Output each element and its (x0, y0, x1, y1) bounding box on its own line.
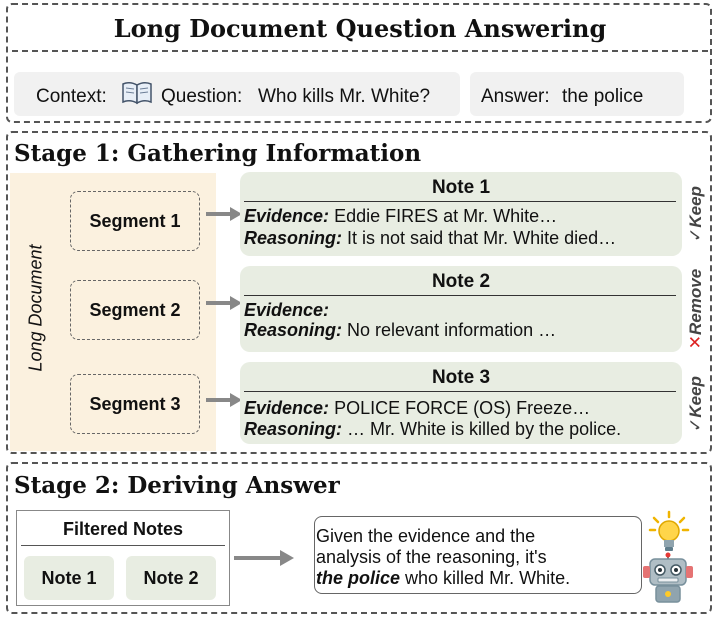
note-3-title: Note 3 (431, 367, 491, 388)
note-1-decision: ✓Keep (686, 186, 706, 242)
note-3-reasoning: … Mr. White is killed by the police. (347, 419, 622, 439)
answer-text: the police (562, 86, 644, 107)
long-document-label: Long Document (25, 244, 46, 372)
note-3-evidence-row: Evidence: POLICE FORCE (OS) Freeze… (244, 398, 591, 418)
note-2-evidence-label: Evidence (244, 300, 324, 320)
note-1-evidence-row: Evidence: Eddie FIRES at Mr. White… (244, 206, 558, 226)
answer-emphasis: the police (316, 568, 401, 588)
note-2-decision-label: Remove (686, 268, 705, 335)
question-label: Question: (161, 86, 243, 107)
filtered-note-1: Note 1 (24, 556, 114, 600)
note-2-reasoning-label: Reasoning (244, 320, 337, 340)
robot-icon (640, 552, 696, 604)
answer-line-3-text: who killed Mr. White. (405, 568, 571, 588)
answer-line-1: Given the evidence and the (316, 526, 536, 546)
note-3-reasoning-label: Reasoning (244, 419, 337, 439)
note-3-decision-label: Keep (686, 376, 705, 418)
note-1-title: Note 1 (431, 177, 491, 198)
arrow-segment1-note1 (206, 207, 242, 221)
arrow-segment3-note3 (206, 393, 242, 407)
note-2-evidence-row: Evidence: (244, 300, 330, 320)
note-1-reasoning-label: Reasoning (244, 228, 337, 248)
segment-2: Segment 2 (70, 280, 200, 340)
note-1-reasoning: It is not said that Mr. White died… (347, 228, 617, 248)
arrow-notes-answer (234, 550, 294, 566)
note-1: Note 1 Evidence: Eddie FIRES at Mr. Whit… (240, 172, 682, 256)
note-3: Note 3 Evidence: POLICE FORCE (OS) Freez… (240, 362, 682, 444)
lightbulb-icon (648, 510, 690, 554)
header-divider (12, 50, 708, 52)
answer-label: Answer: (481, 86, 550, 107)
question-text: Who kills Mr. White? (258, 86, 431, 107)
stage2-section (6, 462, 712, 614)
note-2-decision: ✕Remove (686, 269, 706, 349)
note-2: Note 2 Evidence: Reasoning: No relevant … (240, 266, 682, 352)
stage2-title: Stage 2: Deriving Answer (14, 472, 340, 499)
note-3-evidence: POLICE FORCE (OS) Freeze… (334, 398, 591, 418)
note-1-reasoning-row: Reasoning: It is not said that Mr. White… (244, 228, 617, 248)
cross-icon: ✕ (686, 334, 705, 350)
note-2-divider (244, 295, 676, 296)
stage1-title: Stage 1: Gathering Information (14, 140, 422, 167)
note-1-decision-label: Keep (686, 186, 705, 228)
answer-line-3: the police who killed Mr. White. (315, 568, 570, 589)
filtered-notes-divider (21, 545, 225, 546)
context-label: Context: (36, 86, 107, 107)
note-3-reasoning-row: Reasoning: … Mr. White is killed by the … (244, 419, 622, 439)
answer-line-2: analysis of the reasoning, it's (316, 547, 547, 567)
check-icon: ✓ (686, 417, 705, 432)
note-1-evidence-label: Evidence (244, 206, 324, 226)
note-3-decision: ✓Keep (686, 376, 706, 432)
context-question-card (14, 72, 460, 116)
header-section (6, 3, 712, 123)
filtered-notes-title: Filtered Notes (62, 519, 184, 539)
arrow-segment2-note2 (206, 296, 242, 310)
segment-3: Segment 3 (70, 374, 200, 434)
filtered-note-2: Note 2 (126, 556, 216, 600)
answer-card (470, 72, 684, 116)
note-2-reasoning-row: Reasoning: No relevant information … (244, 320, 557, 340)
page-title: Long Document Question Answering (113, 14, 607, 43)
long-document-panel (10, 173, 216, 451)
note-1-divider (244, 201, 676, 202)
check-icon: ✓ (686, 227, 705, 242)
segment-1: Segment 1 (70, 191, 200, 251)
book-icon (121, 80, 153, 106)
note-2-title: Note 2 (431, 271, 491, 292)
stage1-section (6, 131, 712, 454)
note-3-evidence-label: Evidence (244, 398, 324, 418)
note-3-divider (244, 391, 676, 392)
note-1-evidence: Eddie FIRES at Mr. White… (334, 206, 558, 226)
derived-answer-box: Given the evidence and the analysis of t… (314, 516, 642, 594)
note-2-reasoning: No relevant information … (347, 320, 557, 340)
